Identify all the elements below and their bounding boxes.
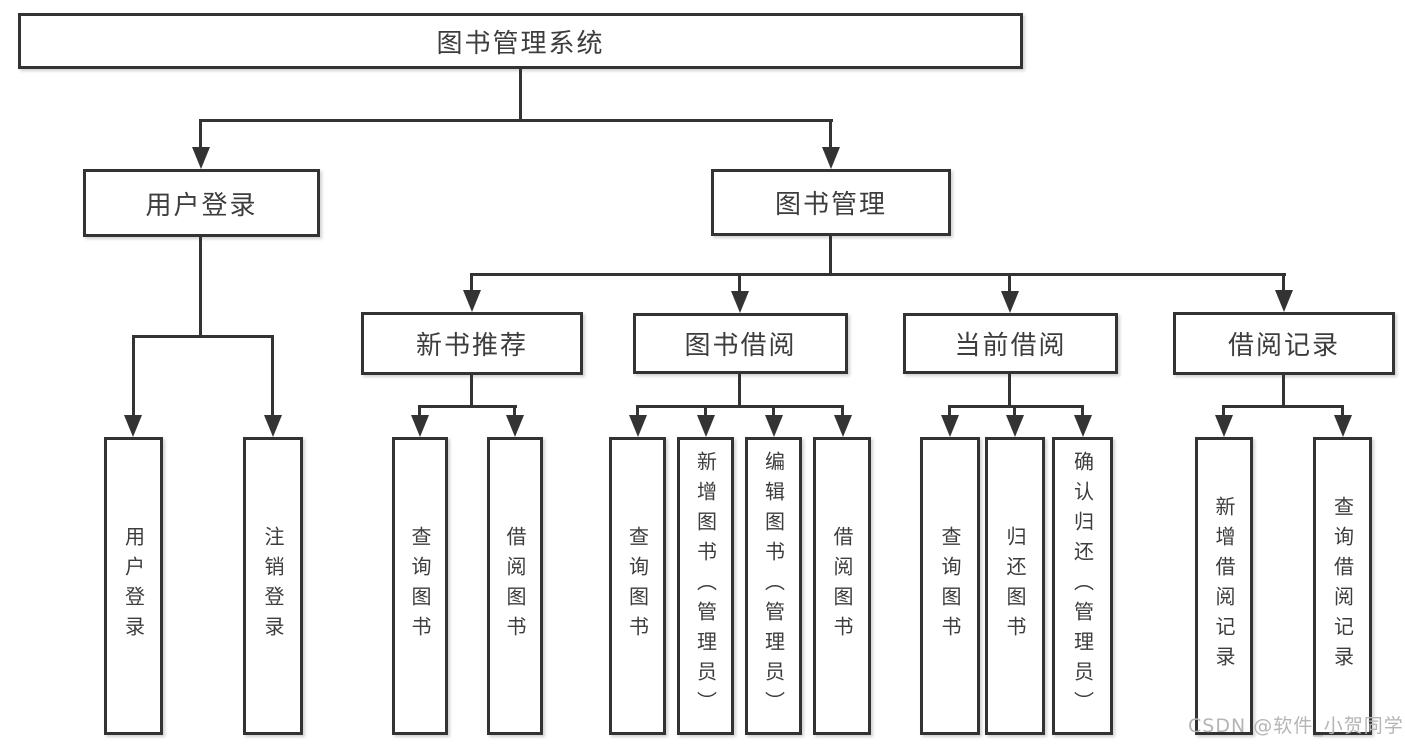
connector-stem-borrow-records xyxy=(1282,375,1285,405)
connector-drop xyxy=(704,405,707,417)
leaf-records-query-record: 查询借阅记录 xyxy=(1313,437,1372,735)
arrow-down-icon xyxy=(1334,415,1352,437)
leaf-borrow-edit-books-admin: 编辑图书（管理员） xyxy=(745,437,802,735)
leaf-current-query-books-label: 查询图书 xyxy=(938,526,962,646)
node-new-book-recommend: 新书推荐 xyxy=(361,312,583,375)
node-borrow-records-label: 借阅记录 xyxy=(1227,331,1340,361)
node-book-management-label: 图书管理 xyxy=(774,190,887,220)
node-book-borrow: 图书借阅 xyxy=(633,313,848,374)
arrow-down-icon xyxy=(411,415,429,437)
node-user-login: 用户登录 xyxy=(83,169,320,237)
connector-drop xyxy=(1008,273,1011,292)
leaf-borrow-add-books-admin-label: 新增图书（管理员） xyxy=(693,451,718,721)
leaf-user-login-label: 用户登录 xyxy=(121,526,146,646)
connector-stem-book-borrow xyxy=(738,374,741,405)
leaf-current-return-books-label: 归还图书 xyxy=(1003,526,1027,646)
leaf-borrow-add-books-admin: 新增图书（管理员） xyxy=(677,437,734,735)
leaf-current-return-books: 归还图书 xyxy=(985,437,1045,735)
connector-bar-book-management xyxy=(470,273,1286,276)
connector-drop xyxy=(829,119,832,149)
connector-stem-current-borrow xyxy=(1008,374,1011,405)
connector-bar-user-login xyxy=(132,335,274,338)
connector-stem-user-login xyxy=(199,237,202,335)
arrow-down-icon xyxy=(941,415,959,437)
arrow-down-icon xyxy=(463,290,481,312)
connector-stem-book-management xyxy=(829,236,832,273)
connector-stem-root xyxy=(519,69,522,119)
node-book-management: 图书管理 xyxy=(711,169,951,236)
leaf-records-add-record-label: 新增借阅记录 xyxy=(1212,496,1236,676)
connector-bar-current-borrow xyxy=(948,405,1084,408)
arrow-down-icon xyxy=(264,415,282,437)
connector-drop xyxy=(470,273,473,292)
leaf-borrow-query-books: 查询图书 xyxy=(609,437,666,735)
leaf-borrow-borrow-books-label: 借阅图书 xyxy=(830,526,854,646)
connector-bar-book-borrow xyxy=(636,405,844,408)
leaf-records-query-record-label: 查询借阅记录 xyxy=(1330,496,1355,676)
leaf-current-confirm-return-admin: 确认归还（管理员） xyxy=(1052,437,1113,735)
leaf-borrow-query-books-label: 查询图书 xyxy=(625,526,650,646)
connector-drop xyxy=(948,405,951,417)
arrow-down-icon xyxy=(765,415,783,437)
arrow-down-icon xyxy=(1001,291,1019,313)
leaf-recommend-borrow-books-label: 借阅图书 xyxy=(503,526,527,646)
connector-drop xyxy=(841,405,844,417)
arrow-down-icon xyxy=(1006,415,1024,437)
watermark: CSDN @软件_小贺同学 xyxy=(1188,715,1404,737)
connector-drop xyxy=(738,273,741,292)
connector-drop xyxy=(132,335,135,417)
connector-bar-borrow-records xyxy=(1222,405,1344,408)
leaf-recommend-query-books: 查询图书 xyxy=(392,437,448,735)
node-book-borrow-label: 图书借阅 xyxy=(684,331,797,361)
arrow-down-icon xyxy=(192,147,210,169)
connector-drop xyxy=(271,335,274,417)
node-root-label: 图书管理系统 xyxy=(436,28,605,59)
connector-drop xyxy=(418,405,421,417)
connector-drop xyxy=(199,119,202,149)
arrow-down-icon xyxy=(731,291,749,313)
connector-drop xyxy=(1222,405,1225,417)
node-current-borrow: 当前借阅 xyxy=(903,313,1118,374)
connector-drop xyxy=(1081,405,1084,417)
leaf-borrow-borrow-books: 借阅图书 xyxy=(813,437,871,735)
leaf-current-confirm-return-admin-label: 确认归还（管理员） xyxy=(1070,451,1095,721)
connector-drop xyxy=(1282,273,1285,292)
node-current-borrow-label: 当前借阅 xyxy=(954,331,1067,361)
leaf-recommend-borrow-books: 借阅图书 xyxy=(487,437,543,735)
arrow-down-icon xyxy=(1275,290,1293,312)
arrow-down-icon xyxy=(822,147,840,169)
connector-drop xyxy=(1341,405,1344,417)
node-borrow-records: 借阅记录 xyxy=(1173,312,1395,375)
node-new-book-recommend-label: 新书推荐 xyxy=(415,331,528,361)
arrow-down-icon xyxy=(629,415,647,437)
leaf-logout: 注销登录 xyxy=(243,437,303,735)
connector-drop xyxy=(513,405,516,417)
connector-drop xyxy=(636,405,639,417)
connector-drop xyxy=(1013,405,1016,417)
leaf-logout-label: 注销登录 xyxy=(261,526,285,646)
leaf-user-login: 用户登录 xyxy=(104,437,163,735)
arrow-down-icon xyxy=(506,415,524,437)
connector-stem-new-book-recommend xyxy=(470,375,473,405)
connector-drop xyxy=(772,405,775,417)
arrow-down-icon xyxy=(834,415,852,437)
leaf-borrow-edit-books-admin-label: 编辑图书（管理员） xyxy=(761,451,786,721)
arrow-down-icon xyxy=(697,415,715,437)
leaf-current-query-books: 查询图书 xyxy=(920,437,980,735)
leaf-records-add-record: 新增借阅记录 xyxy=(1195,437,1253,735)
connector-bar-new-book-recommend xyxy=(418,405,517,408)
arrow-down-icon xyxy=(124,415,142,437)
arrow-down-icon xyxy=(1215,415,1233,437)
leaf-recommend-query-books-label: 查询图书 xyxy=(408,526,432,646)
connector-bar-root xyxy=(199,119,833,122)
arrow-down-icon xyxy=(1074,415,1092,437)
node-root: 图书管理系统 xyxy=(18,13,1023,69)
node-user-login-label: 用户登录 xyxy=(145,190,258,221)
